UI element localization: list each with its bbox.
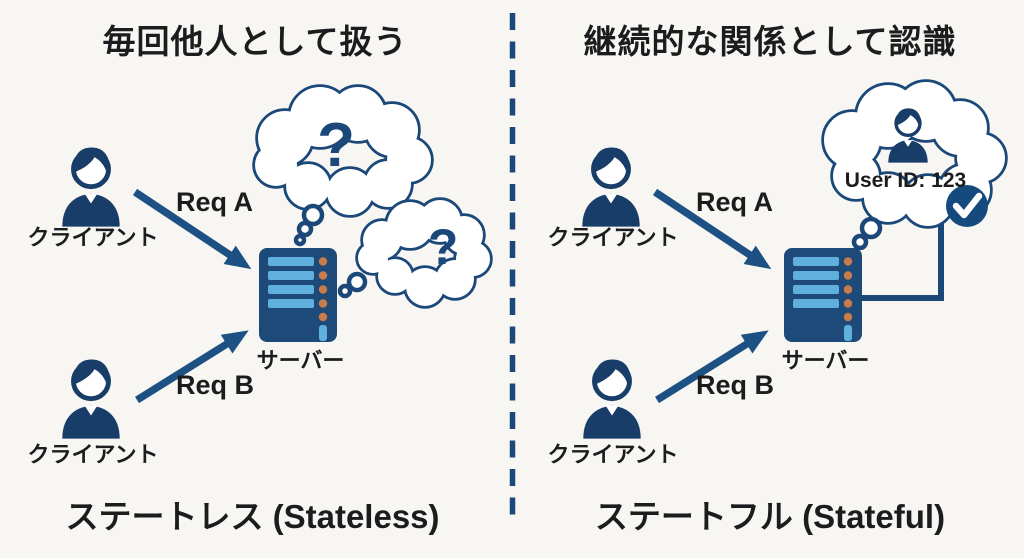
stateless-caption: ステートレス (Stateless) bbox=[65, 498, 440, 535]
client-label: クライアント bbox=[27, 442, 159, 467]
server-label: サーバー bbox=[781, 348, 870, 373]
check-icon bbox=[946, 185, 988, 227]
request-a-label: Req A bbox=[696, 187, 774, 217]
client-label: クライアント bbox=[27, 225, 159, 250]
question-mark: ? bbox=[427, 219, 459, 275]
client-icon bbox=[583, 360, 640, 439]
request-a-arrow bbox=[132, 188, 252, 270]
request-b-arrow bbox=[655, 330, 769, 404]
client-label: クライアント bbox=[547, 225, 679, 250]
user-id-text: User ID: 123 bbox=[844, 169, 967, 192]
memory-connector-line bbox=[860, 218, 944, 301]
left-panel-title: 毎回他人として扱う bbox=[102, 23, 408, 60]
server-icon bbox=[784, 248, 862, 342]
request-a-label: Req A bbox=[176, 187, 254, 217]
client-icon bbox=[62, 148, 119, 227]
thought-bubble-trail bbox=[337, 271, 368, 299]
request-a-arrow bbox=[652, 188, 772, 270]
client-label: クライアント bbox=[547, 442, 679, 467]
thought-bubble-trail bbox=[293, 203, 325, 247]
thought-bubble-trail bbox=[851, 216, 883, 251]
server-icon bbox=[259, 248, 337, 342]
request-b-label: Req B bbox=[696, 370, 775, 400]
request-b-arrow bbox=[135, 330, 249, 404]
question-mark: ? bbox=[317, 111, 355, 180]
right-panel-title: 継続的な関係として認識 bbox=[583, 23, 957, 60]
stateful-caption: ステートフル (Stateful) bbox=[594, 498, 946, 535]
server-label: サーバー bbox=[256, 348, 345, 373]
client-icon bbox=[62, 360, 119, 439]
request-b-label: Req B bbox=[176, 370, 255, 400]
client-icon bbox=[582, 148, 639, 227]
